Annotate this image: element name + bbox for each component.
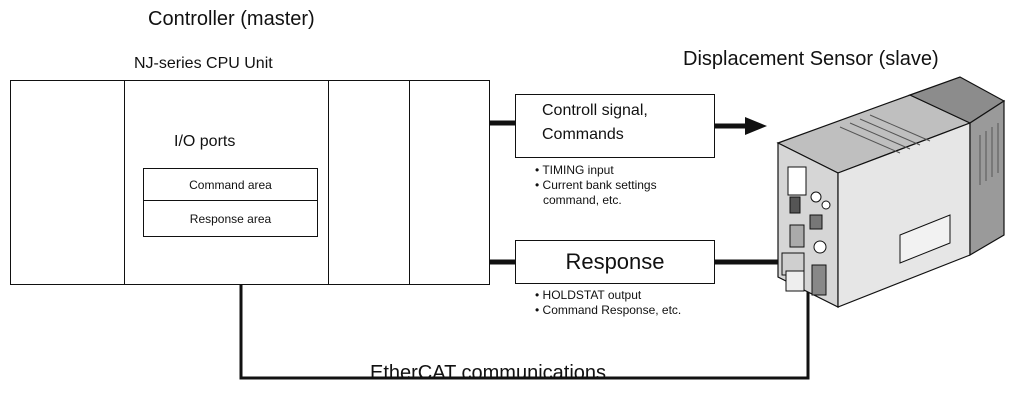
control-box-line1: Controll signal, — [542, 102, 648, 119]
command-area-label: Command area — [189, 177, 272, 192]
cpu-unit-label: NJ-series CPU Unit — [134, 55, 273, 72]
sensor-title: Displacement Sensor (slave) — [683, 48, 939, 70]
control-bullet: • Current bank settings — [535, 178, 657, 192]
response-box: Response — [515, 240, 715, 284]
rack-divider — [409, 80, 410, 285]
ethercat-label: EtherCAT communications — [370, 362, 607, 384]
control-bullets: • TIMING input • Current bank settings c… — [535, 163, 657, 208]
control-box-line2: Commands — [542, 126, 624, 143]
response-area-label: Response area — [189, 211, 272, 226]
rack-divider — [124, 80, 125, 285]
control-signal-box: Controll signal, Commands — [515, 94, 715, 158]
ethercat-bus-line — [239, 285, 810, 380]
response-area-box: Response area — [143, 200, 318, 237]
response-bullet: • HOLDSTAT output — [535, 288, 642, 302]
command-arrowhead — [745, 117, 767, 135]
displacement-sensor-illustration — [776, 76, 1006, 308]
controller-title: Controller (master) — [148, 8, 315, 30]
response-box-label: Response — [565, 249, 665, 274]
control-bullet: • TIMING input — [535, 163, 614, 177]
response-bullets: • HOLDSTAT output • Command Response, et… — [535, 288, 681, 318]
io-ports-label: I/O ports — [174, 133, 236, 150]
response-bullet: • Command Response, etc. — [535, 303, 682, 317]
command-area-box: Command area — [143, 168, 318, 201]
rack-divider — [328, 80, 329, 285]
control-bullet: command, etc. — [543, 193, 622, 207]
